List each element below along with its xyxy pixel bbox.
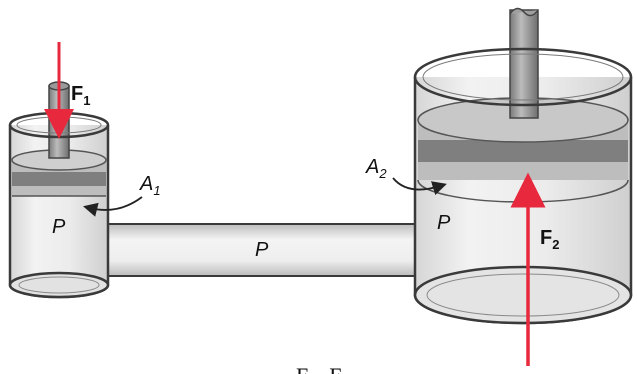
caption-formula: F2F1 <box>296 363 349 374</box>
large-cylinder <box>413 7 633 325</box>
pressure-label-tube: P <box>255 239 269 261</box>
force-label-large: F2 <box>540 227 559 252</box>
area-pointer-small <box>83 196 143 217</box>
area-label-large: A2 <box>365 156 387 181</box>
pressure-label-large: P <box>437 212 451 234</box>
large-piston <box>417 97 629 203</box>
area-pointer-large <box>392 177 447 196</box>
large-piston-rod <box>509 7 539 119</box>
pressure-label-small: P <box>52 216 66 238</box>
small-cylinder <box>8 81 110 299</box>
force-label-small: F1 <box>71 83 90 108</box>
area-label-small: A1 <box>139 173 161 198</box>
